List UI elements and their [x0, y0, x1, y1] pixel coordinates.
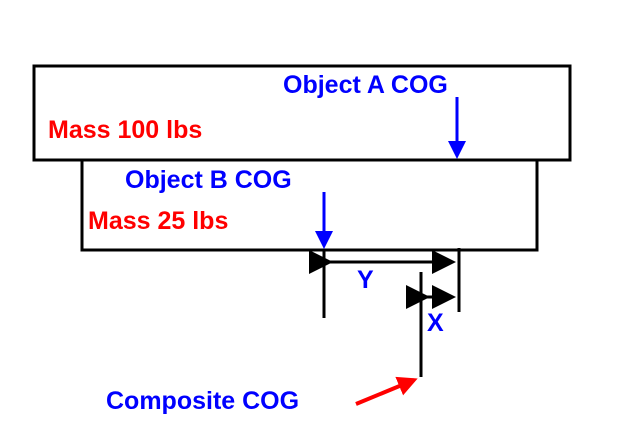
object-a-mass-label: Mass 100 lbs: [48, 116, 202, 144]
y-dimension-label: Y: [357, 266, 374, 294]
composite-cog-label: Composite COG: [106, 387, 299, 415]
object-a-cog-label: Object A COG: [283, 71, 448, 99]
composite-cog-arrow: [355, 376, 418, 406]
x-dimension-label: X: [427, 309, 444, 337]
object-a-box: [32, 64, 572, 162]
object-b-cog-label: Object B COG: [125, 166, 292, 194]
object-b-mass-label: Mass 25 lbs: [88, 207, 228, 235]
